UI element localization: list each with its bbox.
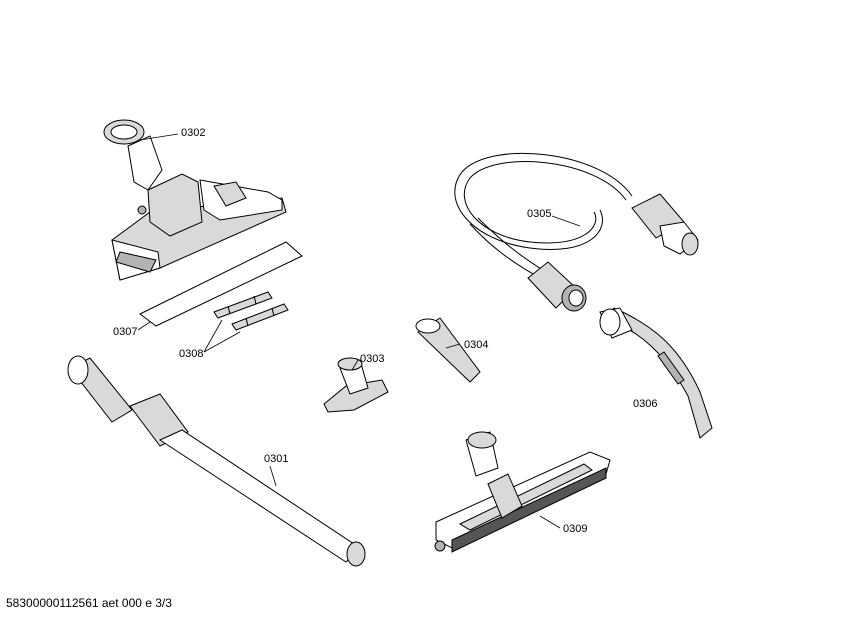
part-0307-filter-sheet: [139, 241, 303, 327]
part-0309-parquet-brush: [434, 431, 611, 553]
part-0308-strips: [213, 291, 289, 331]
leader-0307: [137, 321, 151, 331]
callout-0305: 0305: [527, 208, 552, 220]
callout-0308: 0308: [179, 348, 204, 360]
callout-0309: 0309: [563, 523, 588, 535]
callout-0304: 0304: [464, 339, 489, 351]
callout-0301: 0301: [264, 453, 289, 465]
leader-0303: [351, 359, 359, 371]
part-0304-crevice-tool: [415, 317, 481, 383]
part-0306-handle: [599, 307, 713, 439]
part-0302-floor-nozzle: [103, 119, 287, 281]
callout-0303: 0303: [360, 353, 385, 365]
leader-0309: [539, 515, 561, 529]
part-0303-upholstery-nozzle: [323, 357, 389, 413]
leader-0302: [139, 133, 179, 141]
leader-0304: [445, 343, 461, 349]
callout-0306: 0306: [633, 398, 658, 410]
callout-0302: 0302: [181, 127, 206, 139]
leader-0301: [269, 465, 277, 487]
part-0301-telescopic-tube: [67, 355, 366, 567]
document-footer: 58300000112561 aet 000 e 3/3: [6, 596, 172, 610]
leader-0305: [551, 215, 581, 227]
leader-0308a: [203, 319, 223, 353]
part-0305-hose: [454, 152, 699, 312]
callout-0307: 0307: [113, 326, 138, 338]
leader-0308b: [203, 331, 241, 353]
